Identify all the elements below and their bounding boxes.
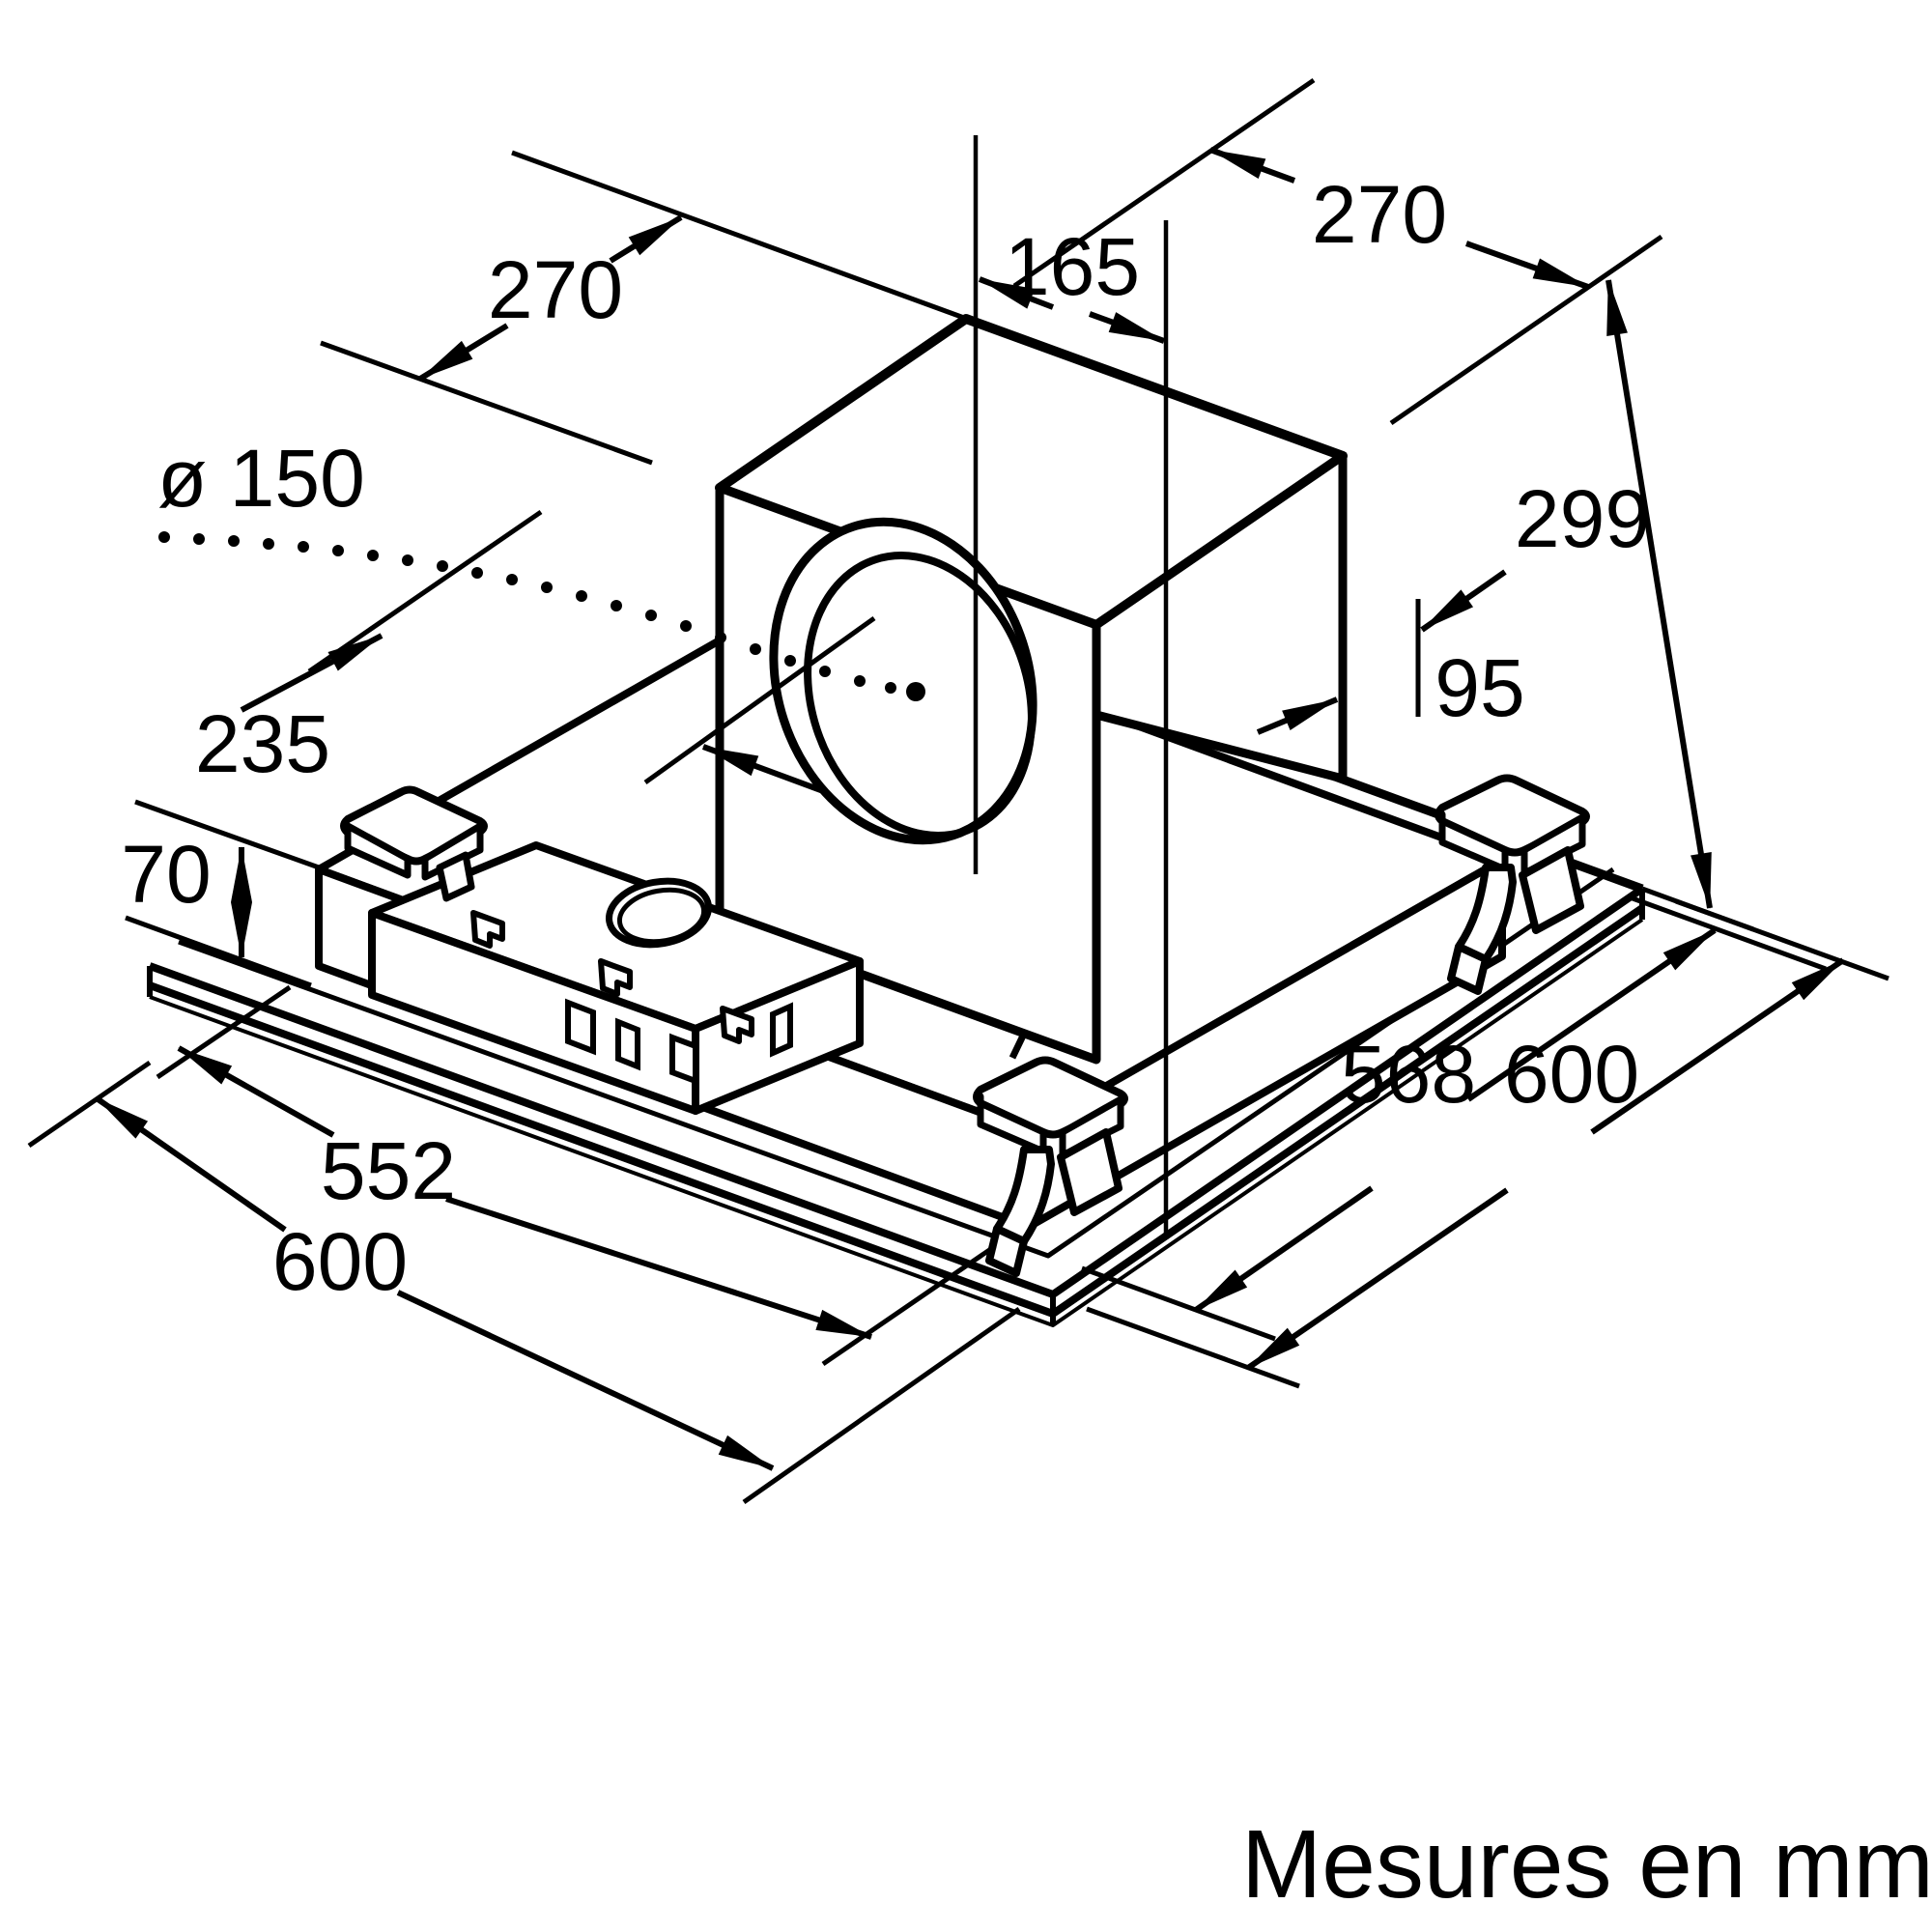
ext-235-left xyxy=(307,509,543,674)
dim-270R-segment-left xyxy=(1208,147,1296,184)
control-box-vent-slot-2 xyxy=(615,1017,640,1071)
dim-270R-segment-right xyxy=(1464,241,1590,290)
clip-2 xyxy=(598,958,633,997)
ext-600R-right xyxy=(1675,898,1889,981)
dim-552-label: 552 xyxy=(321,1125,456,1216)
ext-cube-rear-corner-right xyxy=(1012,77,1316,289)
dim-552-segment-left xyxy=(177,1045,335,1138)
dim-70-label: 70 xyxy=(121,829,211,920)
dim-235-arrow-left xyxy=(240,633,384,713)
ext-600L-right xyxy=(742,1306,1021,1505)
control-box-vent-slot-1 xyxy=(565,998,596,1056)
ext-cube-rear-corner xyxy=(511,150,1015,339)
dim-270L-segment-lower xyxy=(418,323,509,382)
dim-165-label: 165 xyxy=(1005,221,1140,312)
dim-270-top-right-label: 270 xyxy=(1312,169,1447,260)
duct-center-dot xyxy=(906,682,925,701)
dimension-lines xyxy=(95,147,1845,1471)
motor-box xyxy=(715,314,1348,1065)
dim-600-left-label: 600 xyxy=(272,1216,408,1307)
ext-235-right xyxy=(643,615,876,785)
dim-235-arrow-right xyxy=(701,744,828,795)
extension-lines xyxy=(27,77,1889,1505)
dim-600-right-label: 600 xyxy=(1504,1029,1639,1120)
dim-600L-segment-left xyxy=(95,1095,287,1233)
ext-70-top xyxy=(134,799,320,870)
dim-235-label: 235 xyxy=(195,698,330,789)
dim-568-label: 568 xyxy=(1341,1029,1476,1120)
ext-552-right xyxy=(821,1243,997,1367)
edge-clips xyxy=(470,910,754,1044)
dim-600R-segment-lower xyxy=(1246,1187,1509,1371)
units-note: Mesures en mm xyxy=(1241,1810,1932,1918)
ext-cube-left-corner xyxy=(320,340,653,466)
dim-600L-segment-right xyxy=(396,1290,775,1471)
dim-95-arrow-right xyxy=(1420,569,1507,633)
motor-box-base-notch xyxy=(981,1014,1029,1060)
clip-1 xyxy=(470,910,505,949)
dim-diameter-150-label: ø 150 xyxy=(157,433,365,524)
control-box-connector-slot xyxy=(770,1002,793,1058)
duct-leader-dots xyxy=(158,531,896,694)
dim-299-line xyxy=(1605,279,1713,909)
dim-270L-segment-upper xyxy=(609,214,683,264)
bracket-left xyxy=(340,785,488,902)
control-box xyxy=(368,841,864,1115)
duct-collar-inner-ring xyxy=(804,552,1036,839)
dim-568-segment-lower xyxy=(1194,1185,1374,1313)
control-box-opening-inner xyxy=(616,887,707,945)
dim-95-label: 95 xyxy=(1435,642,1524,733)
dim-165-arrow-left xyxy=(978,276,1055,310)
dim-270-top-left-label: 270 xyxy=(488,244,623,335)
dim-165-arrow-right xyxy=(1088,311,1166,344)
ext-cube-right-corner xyxy=(1389,234,1663,426)
ext-600L-left xyxy=(27,1060,152,1149)
dimension-labels: 270 165 270 299 ø 150 235 70 95 552 600 … xyxy=(121,169,1650,1307)
dim-95-arrow-left xyxy=(1256,696,1339,735)
dim-600R-segment-upper xyxy=(1590,957,1845,1135)
dim-299-label: 299 xyxy=(1515,473,1650,564)
dim-568-segment-upper xyxy=(1466,927,1717,1102)
ext-568-left xyxy=(1081,1265,1276,1342)
clip-3 xyxy=(720,1006,754,1044)
ext-70-bottom xyxy=(125,915,312,988)
ext-600R-left xyxy=(1086,1306,1300,1389)
ext-568-right xyxy=(1632,895,1827,972)
control-box-vent-slot-3 xyxy=(669,1033,698,1086)
dim-552-segment-right xyxy=(445,1196,872,1340)
